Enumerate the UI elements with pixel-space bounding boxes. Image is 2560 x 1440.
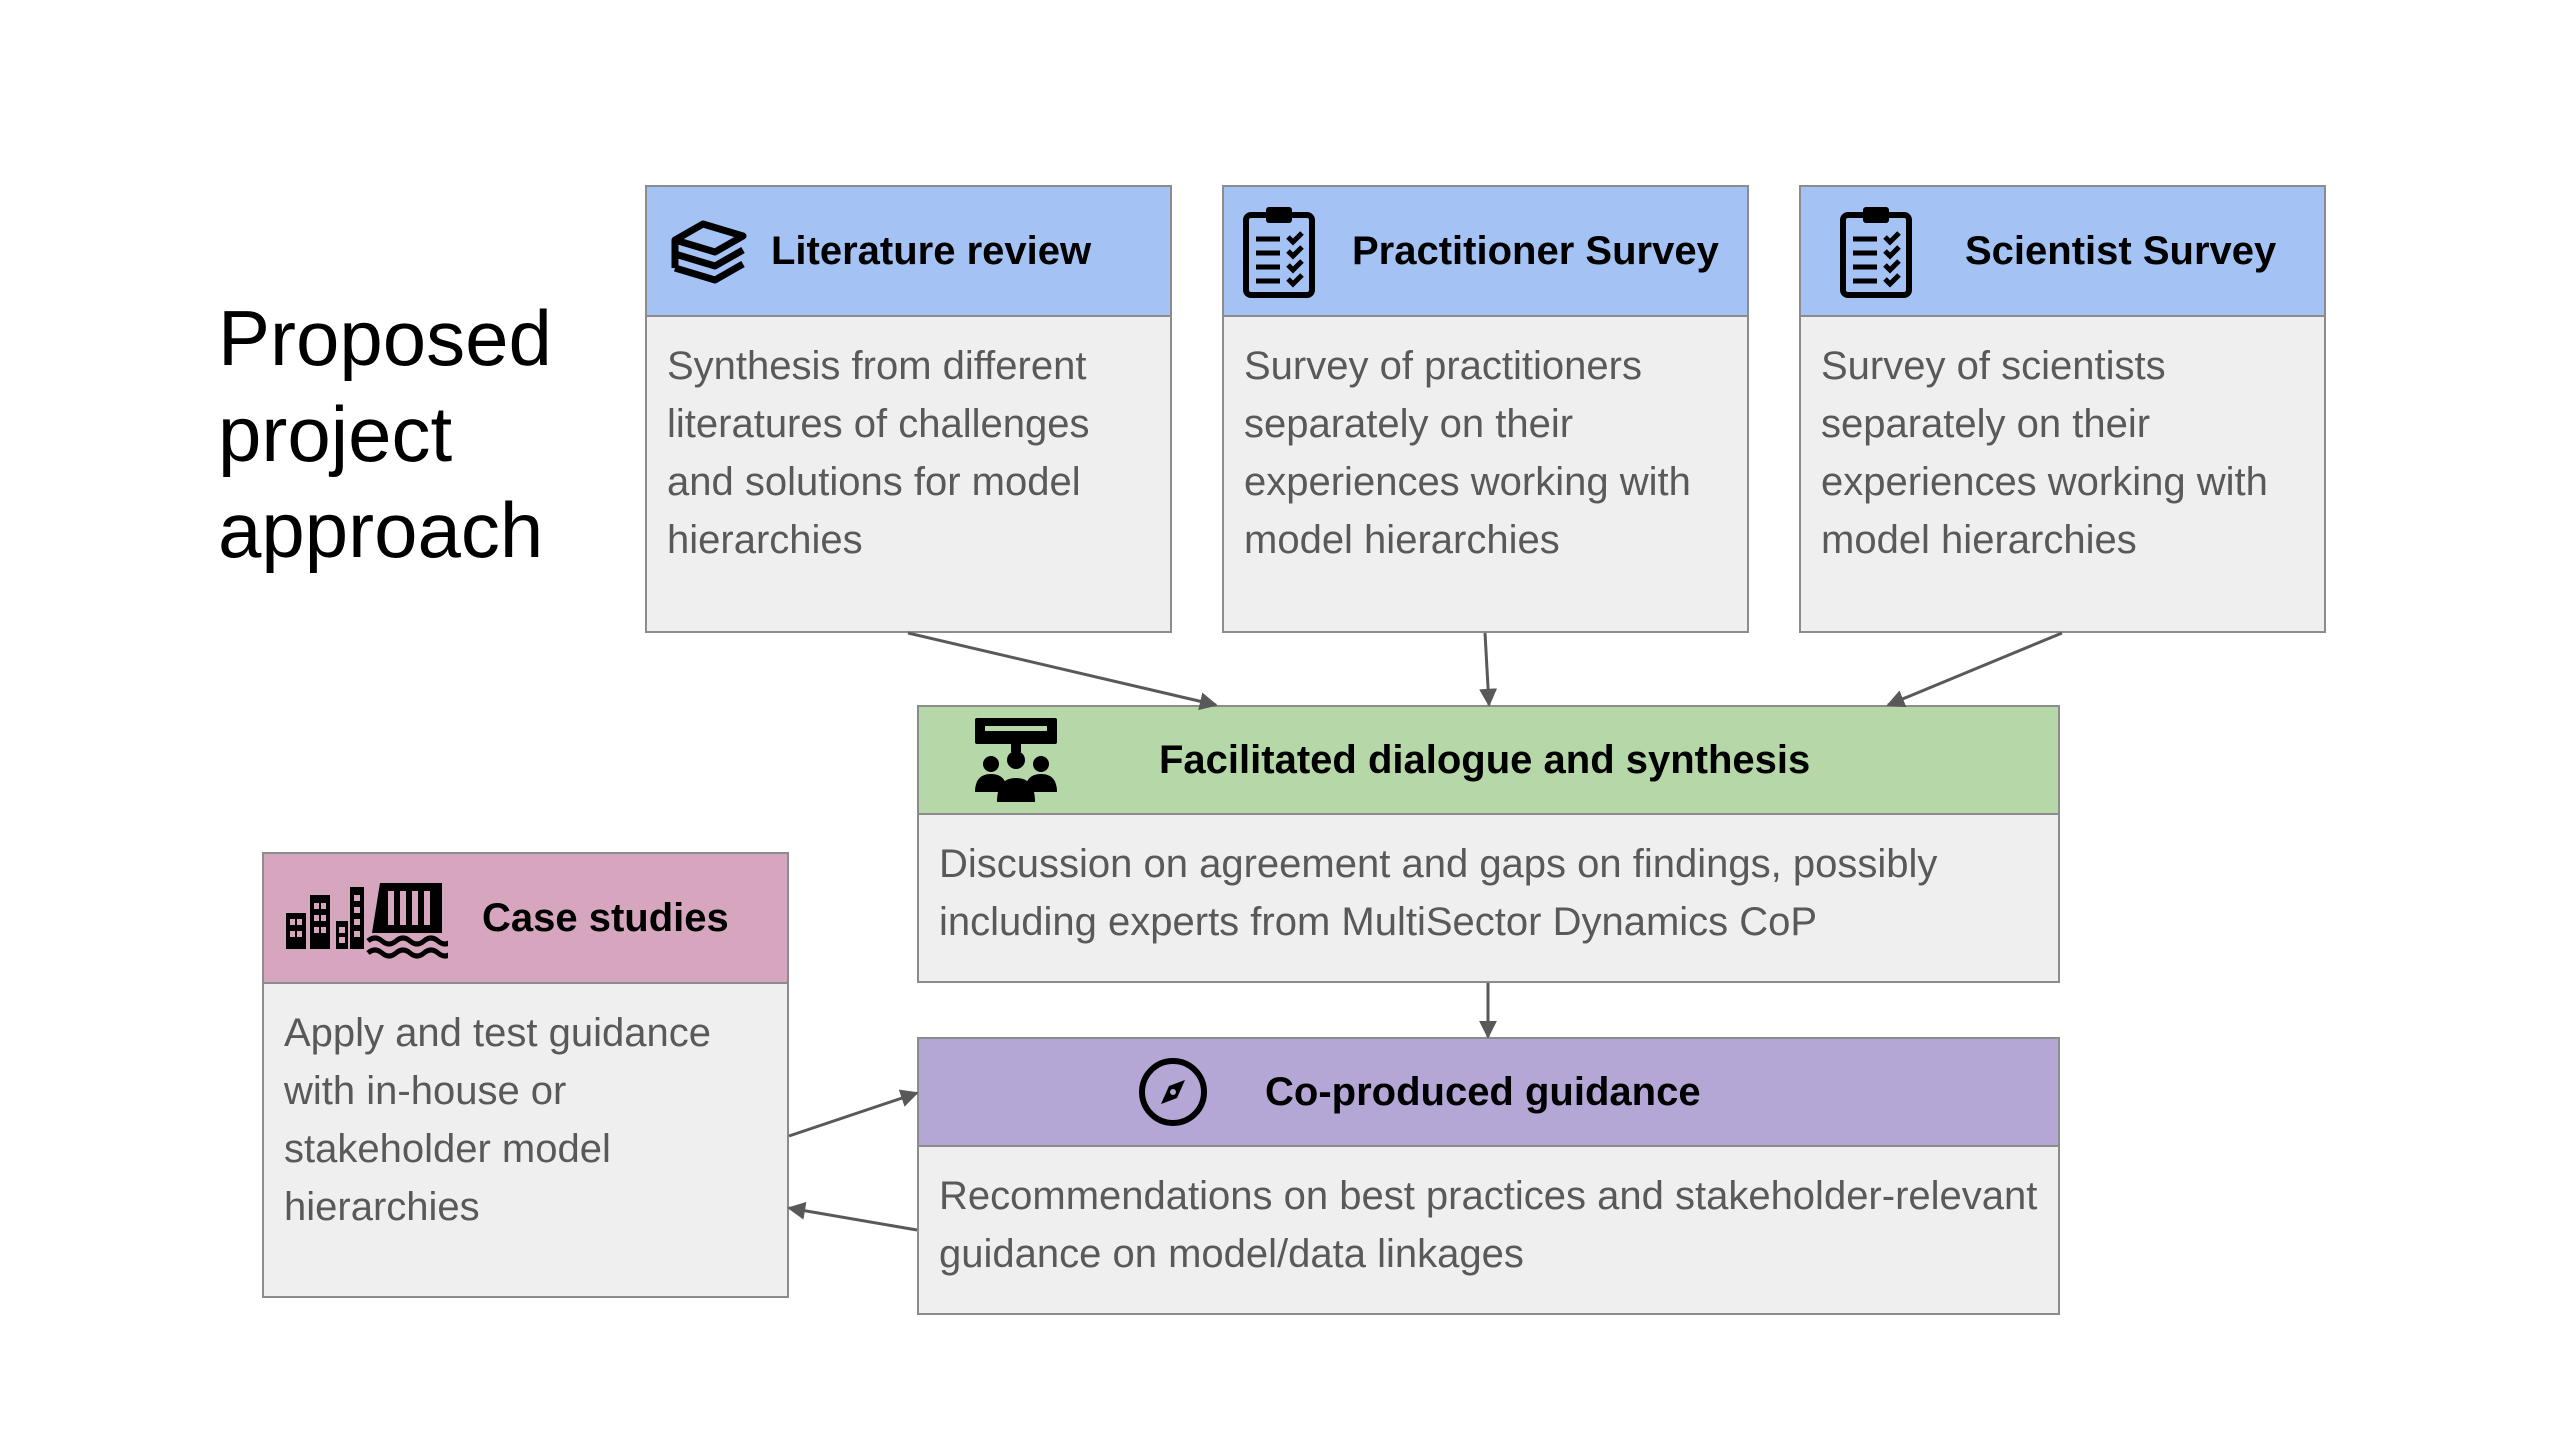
- literature-review-box: Literature review Synthesis from differe…: [645, 185, 1172, 633]
- arrow-scientist-to-dialogue: [1886, 631, 2063, 708]
- literature-review-label: Literature review: [771, 228, 1092, 273]
- co-produced-guidance-text: Recommendations on best practices and st…: [939, 1174, 2038, 1276]
- dam-icon: [366, 883, 448, 959]
- presentation-group-icon: [975, 718, 1057, 802]
- slide-title: Proposed project approach: [218, 294, 552, 574]
- practitioner-survey-label: Practitioner Survey: [1352, 228, 1719, 273]
- case-studies-text: Apply and test guidance with in-house or…: [284, 1011, 711, 1229]
- clipboard-checklist-icon: [1840, 207, 1912, 298]
- scientist-survey-header: Scientist Survey: [1801, 187, 2324, 317]
- facilitated-dialogue-text: Discussion on agreement and gaps on find…: [939, 842, 1938, 944]
- arrow-case-studies-to-guidance: [788, 1089, 919, 1138]
- scientist-survey-box: Scientist Survey Survey of scientists se…: [1799, 185, 2326, 633]
- facilitated-dialogue-label: Facilitated dialogue and synthesis: [1159, 737, 1811, 782]
- scientist-survey-text: Survey of scientists separately on their…: [1821, 344, 2268, 562]
- practitioner-survey-box: Practitioner Survey Survey of practition…: [1222, 185, 1749, 633]
- case-studies-label: Case studies: [482, 895, 729, 940]
- co-produced-guidance-label: Co-produced guidance: [1265, 1069, 1701, 1114]
- city-buildings-icon: [286, 887, 364, 949]
- literature-review-text: Synthesis from different literatures of …: [667, 344, 1090, 562]
- facilitated-dialogue-box: Facilitated dialogue and synthesis Discu…: [917, 705, 2060, 983]
- clipboard-checklist-icon: [1243, 207, 1315, 298]
- scientist-survey-label: Scientist Survey: [1965, 228, 2277, 273]
- case-studies-box: Case studies Apply and test guidance wit…: [262, 852, 789, 1298]
- literature-review-header: Literature review: [647, 187, 1170, 317]
- co-produced-guidance-header: Co-produced guidance: [919, 1039, 2058, 1147]
- facilitated-dialogue-header: Facilitated dialogue and synthesis: [919, 707, 2058, 815]
- arrow-guidance-to-case-studies: [787, 1201, 918, 1232]
- practitioner-survey-header: Practitioner Survey: [1224, 187, 1747, 317]
- practitioner-survey-text: Survey of practitioners separately on th…: [1244, 344, 1691, 562]
- arrow-practitioner-to-dialogue: [1479, 632, 1498, 707]
- compass-icon: [1139, 1058, 1207, 1126]
- co-produced-guidance-box: Co-produced guidance Recommendations on …: [917, 1037, 2060, 1315]
- case-studies-header: Case studies: [264, 854, 787, 984]
- arrow-literature-to-dialogue: [907, 631, 1218, 711]
- books-icon: [671, 220, 747, 284]
